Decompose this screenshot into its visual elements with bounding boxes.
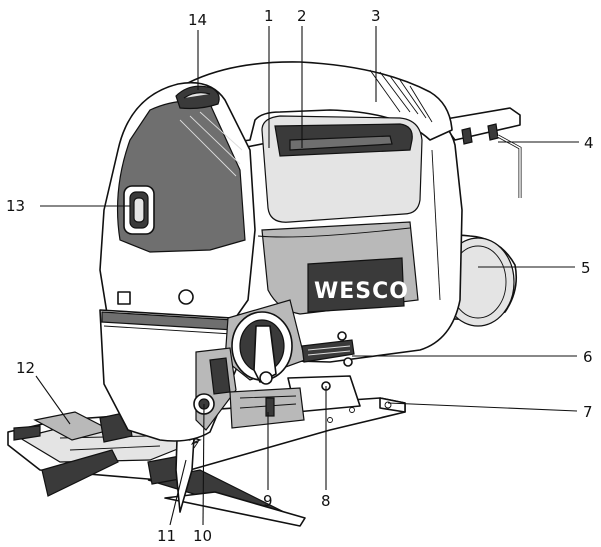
- parallel-guide: [13, 411, 306, 527]
- bevel-mount: [229, 375, 361, 429]
- brand-logo: WESCO: [314, 279, 409, 304]
- callout-1: 1: [264, 7, 274, 25]
- brand-plate: WESCO: [307, 257, 409, 313]
- callout-4: 4: [584, 134, 594, 152]
- callout-labels: 1 2 3 4 5 6 7 8 9 10 11 12 13 14: [6, 7, 594, 545]
- callout-12: 12: [16, 359, 35, 377]
- speed-control-dial[interactable]: [123, 185, 155, 235]
- callout-8: 8: [321, 492, 331, 510]
- callout-14: 14: [188, 11, 207, 29]
- callout-3: 3: [371, 7, 381, 25]
- callout-7: 7: [583, 403, 593, 421]
- callout-5: 5: [581, 259, 591, 277]
- callout-10: 10: [193, 527, 212, 545]
- callout-lines: [35, 26, 579, 526]
- top-button[interactable]: [175, 85, 220, 110]
- motor-housing: WESCO: [149, 61, 463, 363]
- callout-2: 2: [297, 7, 307, 25]
- callout-11: 11: [157, 527, 176, 545]
- orbital-action-switch[interactable]: [224, 299, 355, 385]
- callout-13: 13: [6, 197, 25, 215]
- callout-9: 9: [263, 492, 273, 510]
- power-cable: [439, 107, 522, 198]
- callout-6: 6: [583, 348, 593, 366]
